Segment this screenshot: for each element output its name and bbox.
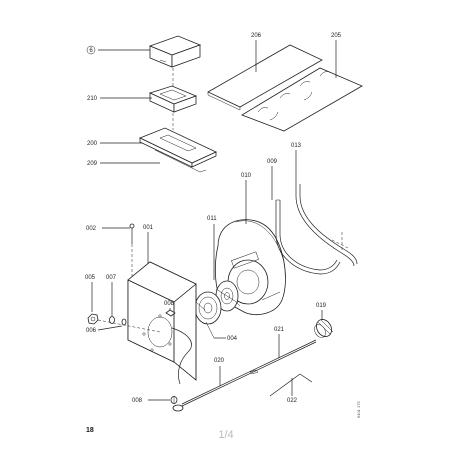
part-210-bracket — [148, 68, 198, 130]
part-007-washer — [97, 316, 161, 333]
callout-circle-6 — [86, 45, 96, 55]
callout-209: 209 — [87, 161, 98, 167]
part-009-hose — [275, 199, 341, 275]
part-008-clip — [165, 309, 176, 317]
callout-6: 6 — [89, 48, 93, 54]
part-206-plate — [207, 44, 323, 111]
part-002-screw — [129, 223, 135, 278]
part-6-cover-box — [148, 35, 202, 68]
drawing-reference: 6401 175 — [356, 401, 361, 418]
callout-206: 206 — [251, 33, 262, 39]
callout-200: 200 — [87, 141, 98, 147]
callout-009: 009 — [267, 159, 278, 165]
callout-001: 001 — [143, 225, 154, 231]
part-005-nut — [87, 313, 99, 325]
callout-205: 205 — [331, 33, 342, 39]
part-001-mounting-plate — [127, 261, 197, 381]
part-013-hose — [295, 184, 358, 267]
callout-006: 006 — [86, 328, 97, 334]
callout-022: 022 — [287, 398, 298, 404]
callout-004: 004 — [227, 336, 238, 342]
part-004-motor-disc — [194, 291, 222, 325]
callout-020: 020 — [214, 358, 225, 364]
part-cable — [171, 327, 192, 385]
callout-008b: 008 — [132, 398, 143, 404]
part-200-plate — [139, 127, 217, 173]
callout-005: 005 — [85, 275, 96, 281]
callout-011: 011 — [207, 216, 217, 222]
page-number: 18 — [86, 427, 94, 434]
callout-013: 013 — [291, 143, 302, 149]
part-019-knob — [314, 319, 334, 338]
page-indicator: 1/4 — [218, 429, 233, 441]
callout-007: 007 — [106, 275, 117, 281]
callout-010: 010 — [241, 173, 252, 179]
part-008-pin — [170, 396, 178, 404]
callout-019: 019 — [316, 303, 327, 309]
part-205-gasket — [241, 67, 363, 132]
part-021-rod — [172, 339, 317, 412]
callout-002: 002 — [86, 226, 97, 232]
callout-210: 210 — [87, 96, 98, 102]
callout-021: 021 — [274, 327, 285, 333]
callout-008a: 008 — [164, 301, 175, 307]
part-006-bolt — [121, 318, 127, 326]
leader-006 — [97, 325, 123, 331]
part-022-hex-key — [269, 373, 313, 397]
